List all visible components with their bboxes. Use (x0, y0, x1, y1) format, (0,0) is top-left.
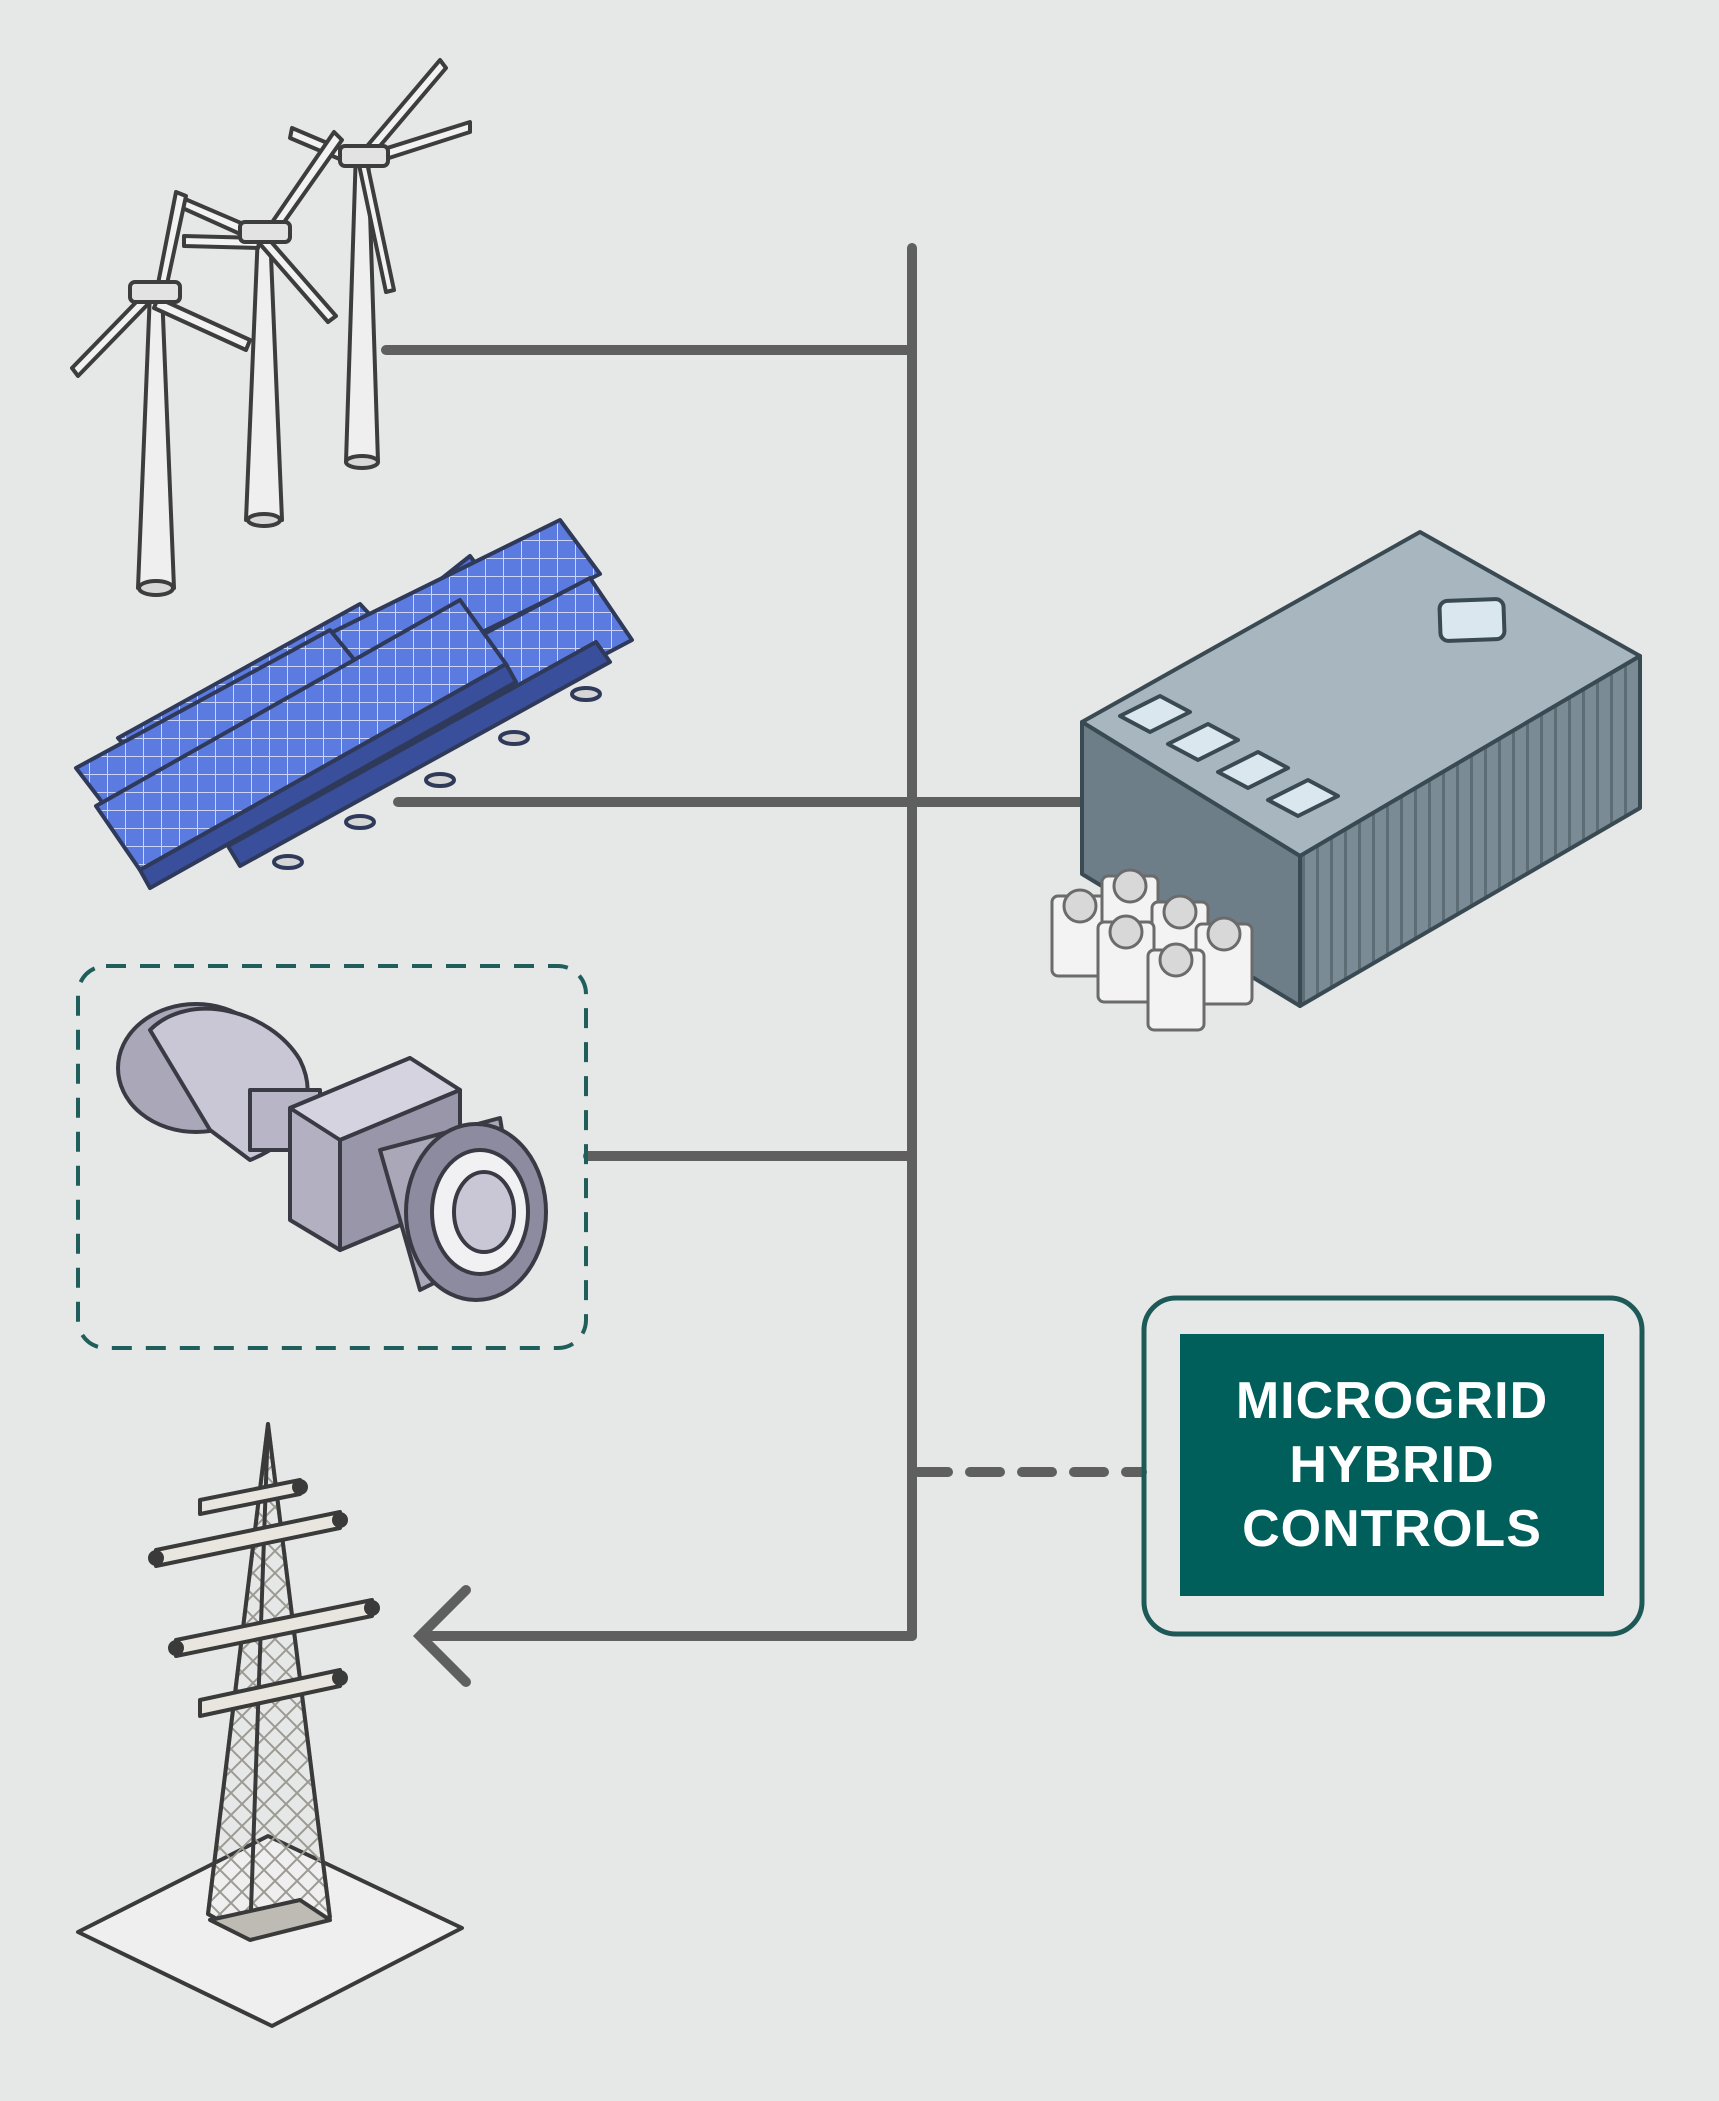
bus-lines (381, 243, 1147, 1687)
controls-panel (1180, 1334, 1604, 1596)
controls-label-line-3: CONTROLS (1242, 1500, 1542, 1558)
turbine-dashed-frame (76, 964, 588, 1350)
controls-outer-frame (1141, 1295, 1645, 1637)
controls-label-line-1: MICROGRID (1235, 1372, 1549, 1430)
solar-panels-icon (74, 518, 634, 890)
battery-storage-container-icon (1050, 530, 1642, 1032)
grid-arrowhead (412, 1585, 471, 1687)
controls-label: MICROGRID HYBRID CONTROLS (1180, 1334, 1604, 1596)
wind-turbines-icon (70, 58, 472, 597)
gas-turbine-icon (116, 1002, 548, 1302)
transmission-tower-icon (76, 1422, 464, 2028)
microgrid-controls-box (1141, 1295, 1645, 1637)
controls-label-line-2: HYBRID (1289, 1436, 1495, 1494)
